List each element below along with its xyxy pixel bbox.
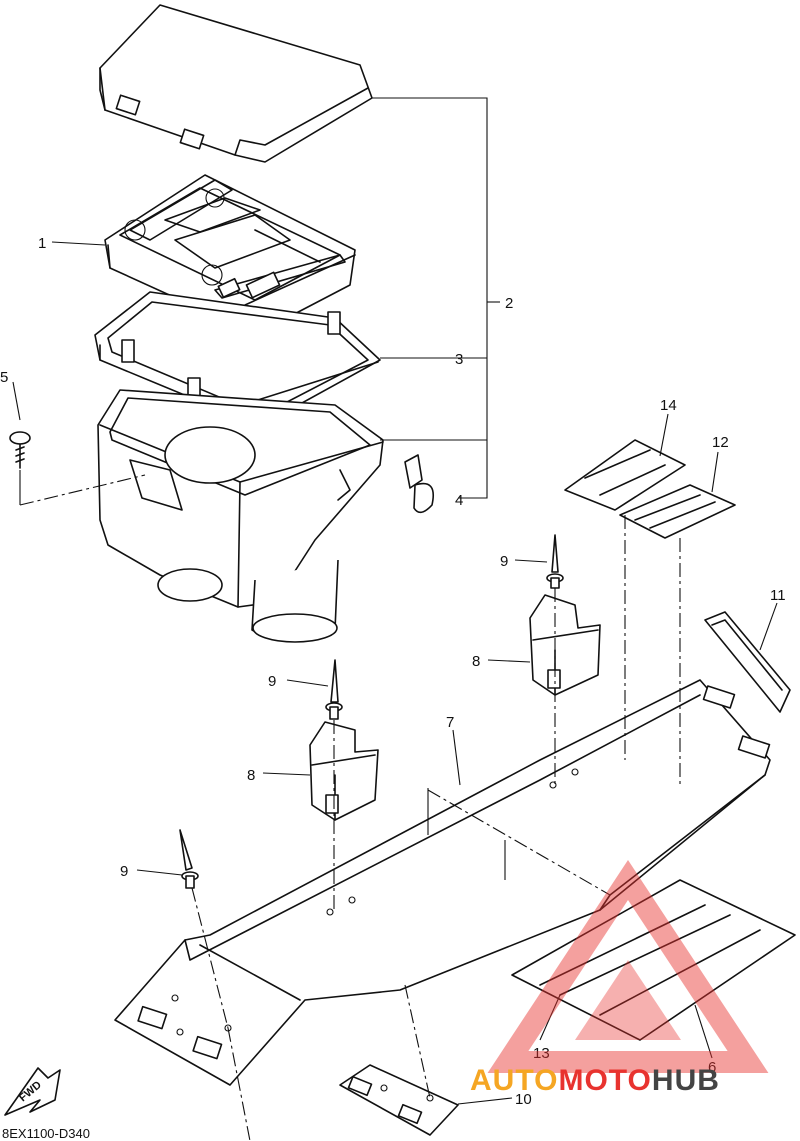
label-sticker-12 (619, 484, 736, 539)
callout-13: 13 (533, 1045, 550, 1062)
callout-1: 1 (38, 235, 46, 252)
callout-2: 2 (505, 295, 513, 312)
tool-kit-tray (104, 174, 356, 334)
callout-7: 7 (446, 714, 454, 731)
callout-11: 11 (770, 587, 786, 604)
air-box-gasket (94, 291, 381, 426)
bracket-lower (309, 721, 379, 821)
bracket-upper (529, 594, 601, 696)
callout-4: 4 (455, 492, 463, 509)
assembly-bracket (372, 97, 500, 499)
callout-14: 14 (660, 397, 677, 414)
callout-3: 3 (455, 351, 463, 368)
part-code: 8EX1100-D340 (2, 1126, 90, 1141)
watermark-text: AUTOMOTOHUB (470, 1064, 720, 1097)
callout-8-upper: 8 (472, 653, 480, 670)
rubber-band (704, 611, 791, 713)
callout-8-lower: 8 (247, 767, 255, 784)
label-sticker-13 (511, 879, 796, 1041)
air-box-lid (99, 4, 373, 163)
battery-base-tray (114, 679, 771, 1086)
callout-5: 5 (0, 369, 8, 386)
rivet-lower (179, 829, 199, 889)
callout-10: 10 (515, 1091, 532, 1108)
air-box-housing (97, 389, 384, 643)
rivet-middle (325, 659, 343, 720)
small-plate (339, 1064, 459, 1136)
watermark-logo (487, 860, 769, 1073)
callout-9-lower: 9 (120, 863, 128, 880)
watermark-hub: HUB (652, 1064, 720, 1097)
label-sticker-14 (564, 439, 686, 511)
watermark-triangle-inner-icon (575, 960, 681, 1040)
rivet-upper (546, 534, 564, 589)
callout-9-middle: 9 (268, 673, 276, 690)
clip-part (404, 454, 434, 514)
watermark-auto: AUTO (470, 1064, 558, 1097)
callout-9-upper: 9 (500, 553, 508, 570)
callout-6: 6 (708, 1059, 716, 1076)
leader-lines (12, 241, 778, 1105)
callout-12: 12 (712, 434, 729, 451)
fwd-arrow-icon: FWD (4, 1067, 61, 1116)
watermark-triangle-outer-icon (487, 860, 769, 1073)
watermark-moto: MOTO (558, 1064, 651, 1097)
installation-lines (19, 470, 681, 1141)
screw-part (9, 431, 31, 469)
